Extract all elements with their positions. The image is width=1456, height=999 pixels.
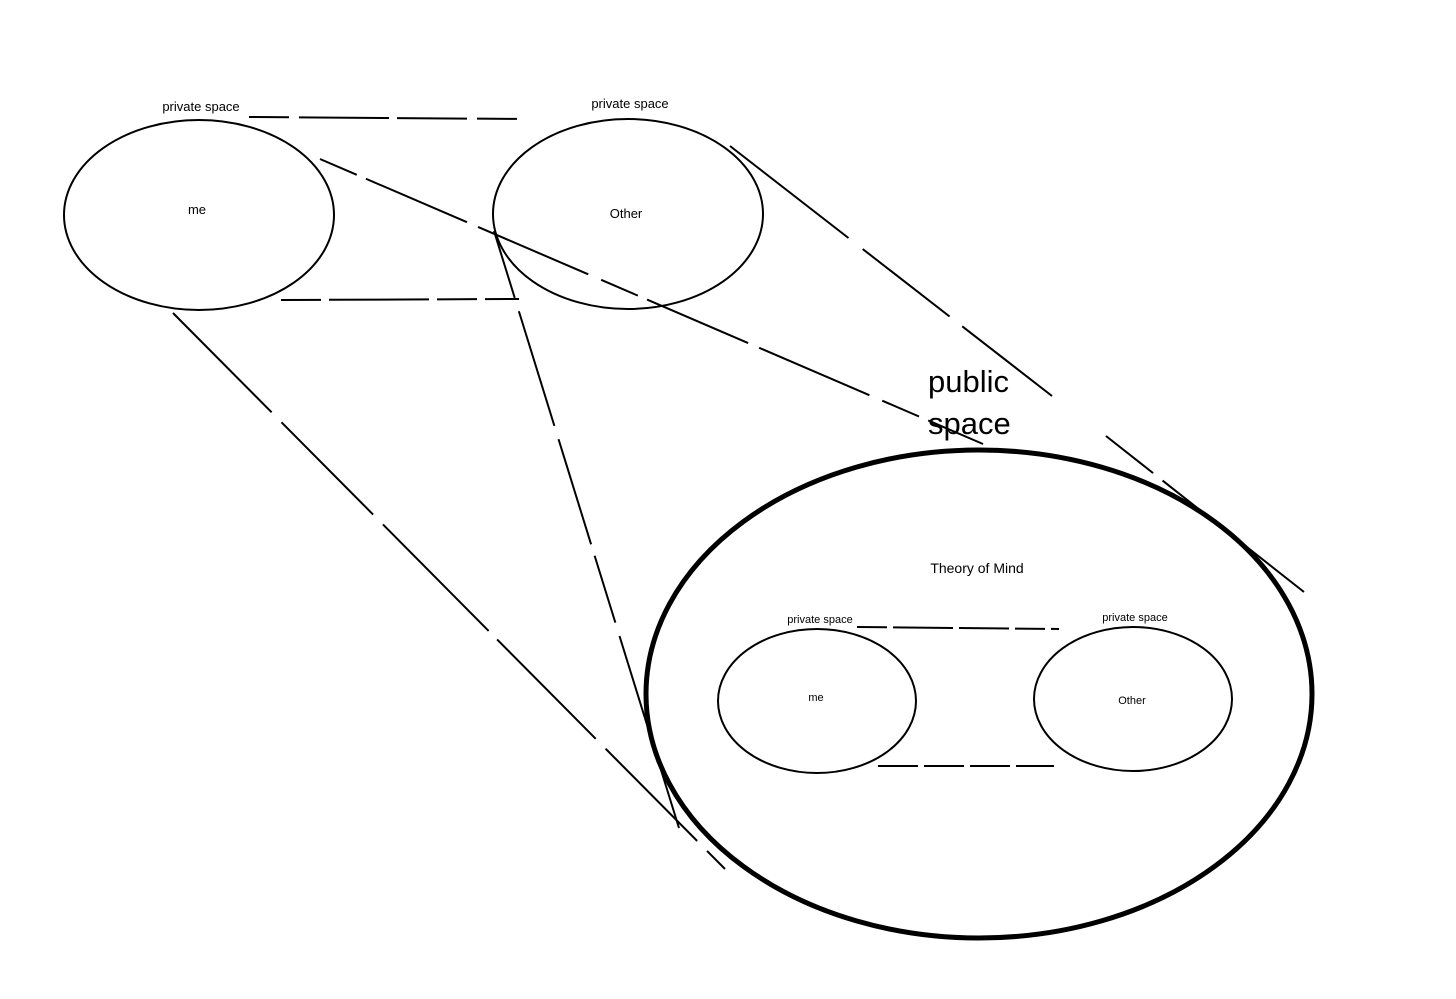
me-private-space-label: private space [162, 99, 239, 114]
other-private-space-label: private space [591, 96, 668, 111]
inner-other-label: Other [1118, 695, 1146, 707]
projection-line-other-top [729, 145, 1053, 397]
other-label: Other [610, 206, 643, 221]
inner-me-ellipse [717, 628, 917, 774]
inner-other-private-space-label: private space [1102, 612, 1167, 624]
inner-top-connector [856, 626, 1060, 630]
public-space-label-line2: space [928, 406, 1011, 441]
other-ellipse [492, 118, 764, 310]
top-private-space-connector [248, 116, 528, 120]
me-ellipse [63, 119, 335, 311]
bottom-connector-top-pair [280, 298, 520, 301]
inner-other-ellipse [1033, 626, 1233, 772]
public-space-label-line1: public [928, 364, 1009, 399]
inner-me-private-space-label: private space [787, 614, 852, 626]
me-label: me [188, 202, 206, 217]
theory-of-mind-ellipse [643, 447, 1315, 941]
theory-of-mind-title: Theory of Mind [930, 560, 1023, 576]
projection-line-me-top [319, 158, 984, 445]
projection-line-me-bottom [172, 312, 726, 870]
inner-me-label: me [808, 692, 823, 704]
